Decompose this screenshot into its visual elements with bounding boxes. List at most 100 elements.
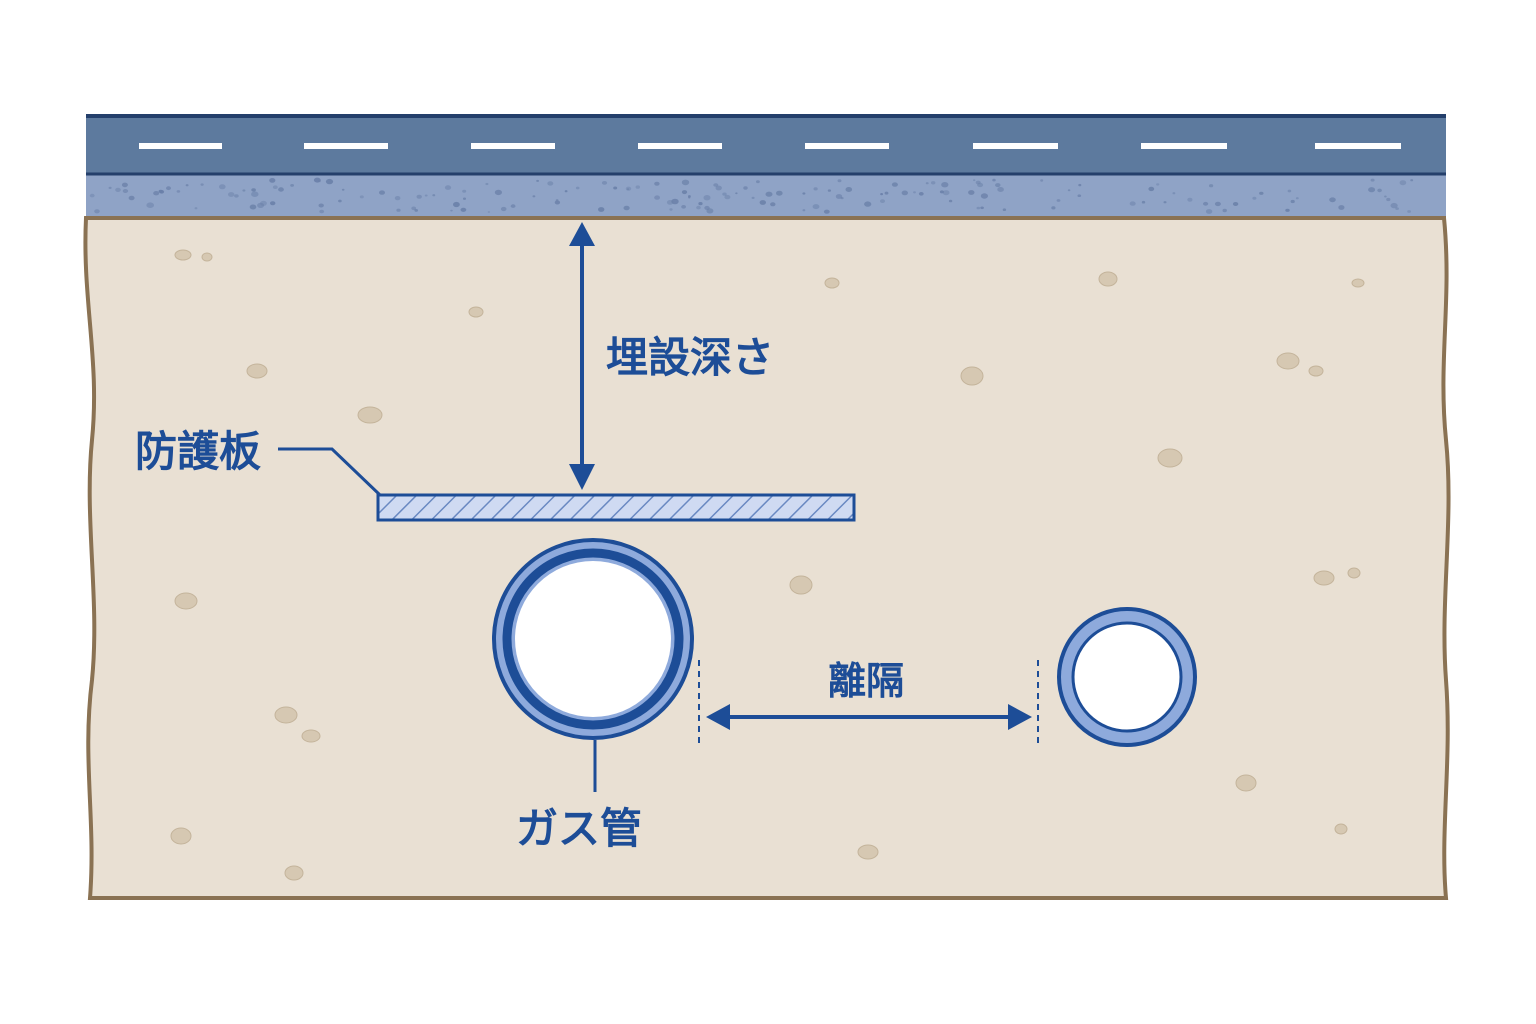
gravel-dot [1222, 208, 1227, 213]
gravel-dot [416, 194, 422, 199]
gravel-dot [564, 190, 568, 193]
gravel-dot [703, 195, 711, 201]
gravel-dot [669, 208, 673, 211]
gravel-dot [654, 181, 660, 186]
gravel-dot [941, 182, 949, 188]
gravel-dot [977, 182, 984, 188]
gravel-dot [688, 195, 691, 198]
gravel-dot [359, 195, 364, 199]
gravel-dot [913, 191, 916, 194]
gravel-dot [992, 178, 996, 182]
gravel-dot [257, 202, 265, 208]
gravel-dot [1259, 191, 1264, 195]
gravel-dot [1040, 179, 1044, 182]
gravel-dot [1386, 197, 1391, 202]
gravel-dot [671, 198, 679, 205]
depth-label: 埋設深さ [606, 333, 774, 382]
gravel-dot [835, 194, 843, 199]
protection-plate-label: 防護板 [135, 427, 261, 476]
gravel-dot [325, 178, 334, 185]
gravel-dot [341, 188, 345, 191]
gravel-dot [194, 207, 198, 210]
gravel-dot [453, 201, 460, 208]
gravel-dot [1370, 178, 1375, 182]
gravel-dot [460, 207, 467, 212]
gravel-dot [200, 183, 204, 186]
separation-arrow-icon [706, 704, 1032, 730]
gravel-dot [743, 186, 748, 190]
gravel-dot [880, 199, 885, 204]
gravel-dot [724, 194, 731, 200]
gravel-dot [251, 191, 259, 197]
gravel-dot [1295, 197, 1299, 200]
gravel-dot [901, 190, 908, 196]
lane-dash [1315, 143, 1401, 149]
gravel-dot [770, 202, 776, 207]
gravel-dot [1252, 196, 1257, 200]
gravel-dot [698, 202, 703, 206]
gravel-dot [272, 185, 278, 189]
adjacent-pipe [1057, 607, 1197, 747]
gravel-dot [823, 209, 830, 214]
gravel-dot [722, 192, 727, 196]
gravel-dot [802, 192, 806, 195]
gravel-dot [598, 207, 605, 212]
gravel-dot [575, 186, 580, 190]
gravel-dot [379, 190, 385, 195]
gravel-dot [89, 193, 95, 198]
gravel-dot [980, 193, 989, 199]
gravel-dot [812, 204, 820, 210]
stone [1157, 448, 1183, 468]
gravel-dot [1338, 205, 1345, 210]
gravel-dot [765, 191, 773, 197]
gravel-dot [532, 195, 536, 198]
gravel-dot [884, 191, 889, 195]
gravel-dot [696, 205, 701, 210]
gravel-dot [613, 186, 618, 190]
gravel-dot [1395, 207, 1399, 210]
gravel-dot [242, 189, 246, 192]
gravel-dot [176, 190, 181, 193]
gravel-dot [228, 192, 235, 197]
gravel-dot [688, 196, 691, 199]
gravel-dot [234, 194, 239, 198]
gravel-dot [494, 189, 502, 196]
gravel-dot [219, 184, 226, 190]
soil-ground [83, 216, 1451, 900]
gravel-dot [968, 190, 975, 195]
gravel-dots [89, 177, 1414, 214]
stone [1276, 352, 1300, 370]
gravel-dot [1163, 201, 1167, 204]
gravel-dot [318, 203, 324, 208]
gravel-dot [864, 201, 872, 207]
stone [246, 363, 268, 379]
gravel-dot [837, 179, 842, 183]
gravel-dot [463, 197, 466, 200]
stone [1313, 570, 1335, 586]
gravel-dot [94, 209, 100, 214]
gravel-dot [487, 211, 491, 213]
gravel-dot [1141, 200, 1146, 204]
stone [1351, 278, 1365, 288]
stone [174, 249, 192, 261]
gravel-dot [1002, 208, 1007, 211]
gravel-dot [485, 182, 489, 186]
protection-plate [376, 493, 856, 522]
gravel-dot [759, 200, 766, 205]
gravel-dot [278, 187, 284, 192]
gas-pipe-label: ガス管 [516, 804, 642, 853]
road-base-layer [86, 174, 1446, 218]
gravel-dot [980, 206, 984, 210]
gravel-dot [995, 183, 1001, 188]
gravel-dot [756, 180, 760, 184]
gravel-dot [108, 186, 112, 189]
stone [824, 277, 840, 289]
gravel-dot [1214, 201, 1221, 207]
gravel-dot [547, 181, 554, 186]
gravel-dot [396, 208, 401, 212]
gravel-dot [1329, 197, 1336, 203]
gravel-dot [626, 188, 630, 191]
gravel-dot [827, 189, 832, 192]
gravel-dot [751, 196, 755, 199]
